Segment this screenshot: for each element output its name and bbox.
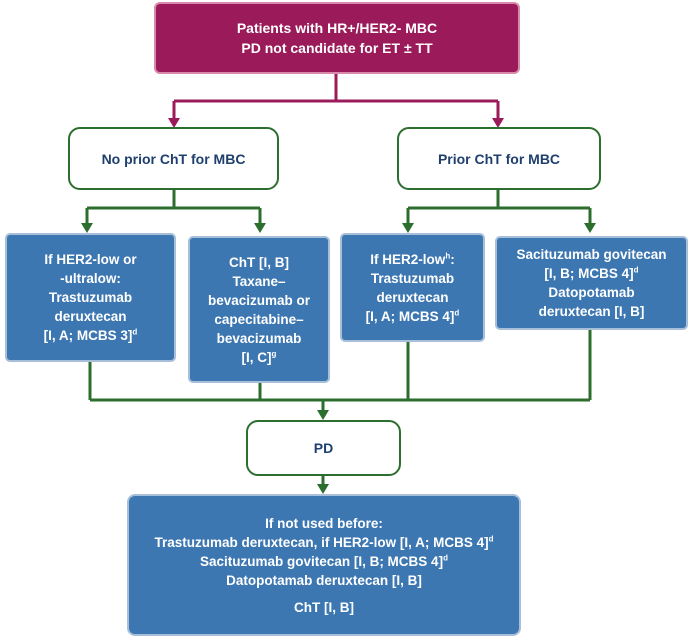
sacituzumab-line-1: Sacituzumab govitecan — [516, 247, 667, 262]
her2-low-prior-evidence: [I, A; MCBS 4] — [365, 308, 455, 324]
patients-box: Patients with HR+/HER2- MBC PD not candi… — [154, 2, 520, 74]
prior-cht-box: Prior ChT for MBC — [397, 127, 601, 190]
arrow-to-cht — [254, 223, 266, 233]
final-sacituzumab-text: Sacituzumab govitecan [I, B; MCBS 4] — [200, 553, 444, 569]
pd-label: PD — [313, 440, 334, 456]
sacituzumab-treatment-box: Sacituzumab govitecan [I, B; MCBS 4]d Da… — [495, 236, 688, 330]
final-line-5: ChT [I, B] — [294, 599, 354, 615]
footnote-marker: g — [271, 349, 277, 358]
her2-low-treatment-box: If HER2-low or -ultralow: Trastuzumab de… — [5, 233, 176, 362]
footnote-marker: d — [443, 553, 448, 562]
no-prior-cht-box: No prior ChT for MBC — [68, 127, 279, 190]
final-treatment-box: If not used before: Trastuzumab deruxtec… — [127, 494, 521, 636]
arrow-to-final — [317, 484, 329, 494]
her2-low-line-2: -ultralow: — [60, 271, 121, 286]
cht-evidence: [I, C] — [241, 349, 272, 365]
her2-low-line-1: If HER2-low or — [44, 252, 137, 267]
footnote-marker: h — [445, 251, 451, 260]
cht-line-6: [I, C]g — [242, 348, 277, 367]
cht-line-1: ChT [I, B] — [229, 254, 289, 270]
her2-low-prior-text: If HER2-low — [370, 251, 446, 267]
cht-line-4: capecitabine– — [214, 311, 304, 327]
arrow-to-her2low — [81, 223, 93, 233]
final-line-1: If not used before: — [265, 515, 383, 531]
pd-box: PD — [246, 420, 401, 476]
no-prior-split-connector — [85, 190, 262, 224]
arrow-to-her2low-prior — [402, 223, 414, 233]
arrow-to-pd — [317, 410, 329, 420]
her2-low-prior-line-4: [I, A; MCBS 4]d — [366, 307, 460, 326]
final-line-4: Datopotamab deruxtecan [I, B] — [226, 572, 422, 588]
sacituzumab-line-4: deruxtecan [I, B] — [538, 304, 645, 319]
her2-low-line-4: deruxtecan — [54, 309, 127, 324]
cht-line-5: bevacizumab — [216, 330, 302, 346]
her2-low-prior-line-1: If HER2-lowh: — [370, 250, 454, 269]
colon: : — [450, 251, 455, 267]
footnote-marker: d — [633, 265, 639, 275]
merge-connector — [88, 330, 592, 412]
prior-split-connector — [406, 190, 592, 224]
arrow-to-prior — [492, 118, 504, 128]
final-line-3: Sacituzumab govitecan [I, B; MCBS 4]d — [200, 552, 448, 571]
final-trastuzumab-text: Trastuzumab deruxtecan, if HER2-low [I, … — [154, 534, 489, 550]
no-prior-cht-label: No prior ChT for MBC — [101, 150, 246, 167]
her2-low-prior-line-3: deruxtecan — [376, 289, 449, 305]
final-line-2: Trastuzumab deruxtecan, if HER2-low [I, … — [155, 533, 494, 552]
prior-cht-label: Prior ChT for MBC — [437, 150, 561, 167]
footnote-marker: d — [132, 327, 138, 337]
pd-not-candidate-line: PD not candidate for ET ± TT — [241, 40, 433, 56]
cht-line-2: Taxane– — [232, 273, 286, 289]
footnote-marker: d — [454, 308, 460, 317]
sacituzumab-evidence: [I, B; MCBS 4] — [544, 266, 634, 281]
her2-low-prior-line-2: Trastuzumab — [370, 270, 455, 286]
arrow-to-sacituzumab — [584, 223, 596, 233]
her2-low-line-5: [I, A; MCBS 3]d — [44, 326, 138, 345]
top-split-connector — [172, 74, 500, 120]
her2-low-prior-treatment-box: If HER2-lowh: Trastuzumab deruxtecan [I,… — [340, 233, 485, 342]
sacituzumab-line-2: [I, B; MCBS 4]d — [544, 264, 638, 283]
her2-low-line-3: Trastuzumab — [48, 290, 133, 305]
her2-low-evidence: [I, A; MCBS 3] — [43, 328, 133, 343]
footnote-marker: d — [488, 534, 494, 543]
cht-treatment-box: ChT [I, B] Taxane– bevacizumab or capeci… — [188, 236, 330, 383]
sacituzumab-line-3: Datopotamab — [548, 285, 635, 300]
patients-line: Patients with HR+/HER2- MBC — [236, 20, 438, 36]
arrow-to-no-prior — [168, 118, 180, 128]
cht-line-3: bevacizumab or — [207, 292, 311, 308]
